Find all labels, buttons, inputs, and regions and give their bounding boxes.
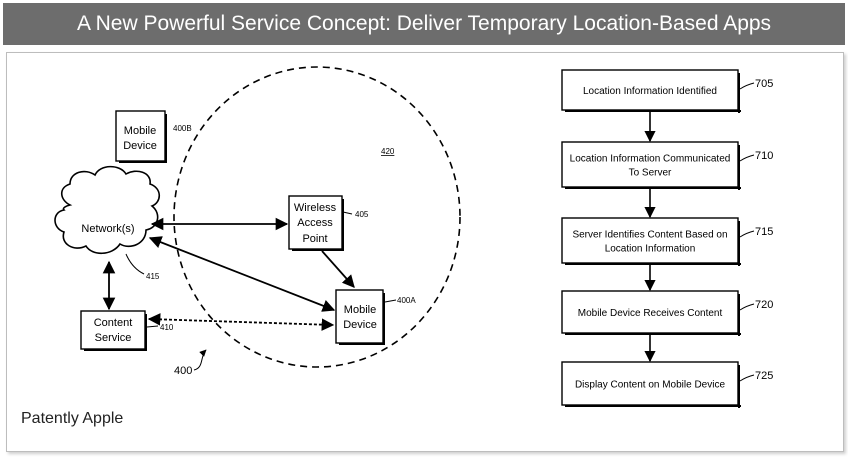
mobile-device-main-line1: Mobile: [344, 304, 376, 316]
mobile-device-top-ref: 400B: [173, 124, 192, 133]
flow-step-4: Mobile Device Receives Content 720: [561, 290, 773, 336]
wap-line3: Point: [302, 233, 327, 245]
flow-step-1-ref-leader: [739, 82, 755, 90]
content-service-ref: 410: [160, 323, 174, 332]
flow-step-1-text: Location Information Identified: [583, 86, 717, 97]
flow-step-3: Server Identifies Content Based on Locati…: [561, 217, 773, 266]
flow-step-3-ref: 715: [755, 226, 773, 238]
coverage-region-circle: [173, 66, 461, 368]
mobile-main-ref-leader: [384, 299, 397, 303]
region-ref-label: 420: [381, 147, 395, 156]
flow-step-1: Location Information Identified 705: [561, 69, 773, 113]
network-label: Network(s): [81, 223, 134, 235]
flow-step-2-text: To Server: [629, 168, 672, 179]
wap-ref-leader: [342, 211, 353, 215]
network-ref: 415: [146, 272, 160, 281]
system-ref-leader: [193, 349, 207, 371]
wireless-access-point-node: Wireless Access Point: [288, 195, 344, 251]
content-ref-leader: [146, 325, 159, 328]
title-bar: A New Powerful Service Concept: Deliver …: [3, 3, 845, 45]
network-mobile-link: [148, 236, 336, 312]
flow-step-1-ref: 705: [755, 78, 773, 90]
credit-label: Patently Apple: [21, 410, 124, 427]
network-cloud: Network(s): [54, 165, 161, 255]
flow-step-5: Display Content on Mobile Device 725: [561, 361, 773, 408]
flow-step-4-ref: 720: [755, 299, 773, 311]
mobile-device-main-node: Mobile Device: [335, 289, 385, 345]
wap-mobile-link: [321, 250, 355, 288]
mobile-device-top-node: Mobile Device: [115, 110, 167, 163]
flow-step-2-ref: 710: [755, 150, 773, 162]
content-service-line2: Service: [95, 332, 132, 344]
wap-line2: Access: [297, 217, 333, 229]
mobile-device-main-line2: Device: [343, 319, 377, 331]
wap-line1: Wireless: [294, 202, 337, 214]
wap-ref: 405: [355, 210, 369, 219]
mobile-device-top-line2: Device: [123, 140, 157, 152]
flow-step-3-ref-leader: [739, 230, 755, 238]
flow-step-4-ref-leader: [739, 303, 755, 311]
flow-step-5-ref-leader: [739, 374, 755, 382]
network-ref-leader: [125, 253, 145, 275]
flow-step-3-text: Location Information: [605, 244, 696, 255]
content-service-node: Content Service: [80, 310, 147, 351]
flow-step-2: Location Information Communicated To Serv…: [561, 141, 773, 190]
page-title: A New Powerful Service Concept: Deliver …: [76, 12, 772, 35]
mobile-device-top-line1: Mobile: [124, 125, 156, 137]
flow-step-5-text: Display Content on Mobile Device: [575, 380, 726, 391]
flow-step-2-text: Location Information Communicated: [570, 154, 731, 165]
flow-step-5-ref: 725: [755, 370, 773, 382]
mobile-device-main-ref: 400A: [397, 296, 416, 305]
system-ref: 400: [174, 365, 192, 377]
flow-step-2-ref-leader: [739, 154, 755, 162]
flowchart: Location Information Identified705Locati…: [561, 69, 773, 408]
content-mobile-link: [147, 313, 335, 331]
content-service-line1: Content: [94, 317, 133, 329]
flow-step-4-text: Mobile Device Receives Content: [578, 308, 723, 319]
flow-step-3-text: Server Identifies Content Based on: [572, 230, 727, 241]
